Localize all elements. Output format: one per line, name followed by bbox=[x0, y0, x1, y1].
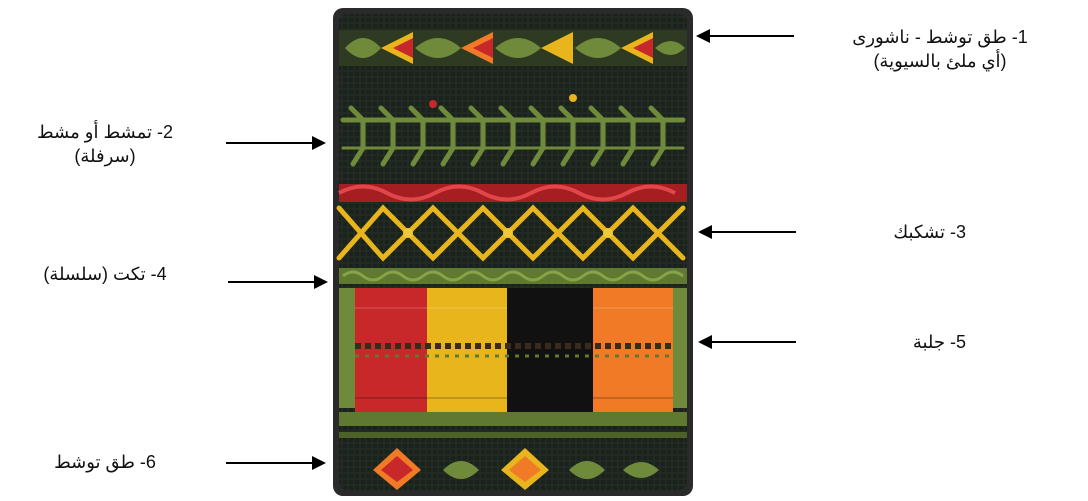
label-item-4-line1: 4- تكت (سلسلة) bbox=[0, 262, 210, 286]
label-item-4: 4- تكت (سلسلة) bbox=[0, 262, 210, 286]
label-item-6: 6- طق توشط bbox=[0, 450, 210, 474]
embroidery-sample-image bbox=[333, 8, 693, 496]
label-item-2-line1: 2- تمشط أو مشط bbox=[0, 120, 210, 144]
stitch-band-red bbox=[339, 184, 687, 202]
arrow-item-1 bbox=[696, 28, 796, 44]
label-item-3-line1: 3- تشكبك bbox=[806, 220, 966, 244]
stitch-band-4 bbox=[339, 268, 687, 284]
label-item-2: 2- تمشط أو مشط (سرفلة) bbox=[0, 120, 210, 168]
arrow-item-5 bbox=[698, 334, 798, 350]
arrow-item-2 bbox=[226, 135, 326, 151]
label-item-6-line1: 6- طق توشط bbox=[0, 450, 210, 474]
label-item-2-line2: (سرفلة) bbox=[0, 144, 210, 168]
stitch-band-5 bbox=[339, 288, 687, 412]
label-item-3: 3- تشكبك bbox=[806, 220, 966, 244]
stitch-band-1 bbox=[339, 30, 687, 66]
arrow-item-3 bbox=[698, 224, 798, 240]
label-item-1-line2: (أي ملئ بالسيوية) bbox=[810, 49, 1070, 73]
stitch-band-green-lower bbox=[339, 412, 687, 438]
label-item-5-line1: 5- جلبة bbox=[806, 330, 966, 354]
label-item-1-line1: 1- طق توشط - ناشورى bbox=[810, 25, 1070, 49]
arrow-item-6 bbox=[226, 455, 326, 471]
label-item-1: 1- طق توشط - ناشورى (أي ملئ بالسيوية) bbox=[810, 25, 1070, 73]
arrow-item-4 bbox=[228, 274, 328, 290]
label-item-5: 5- جلبة bbox=[806, 330, 966, 354]
